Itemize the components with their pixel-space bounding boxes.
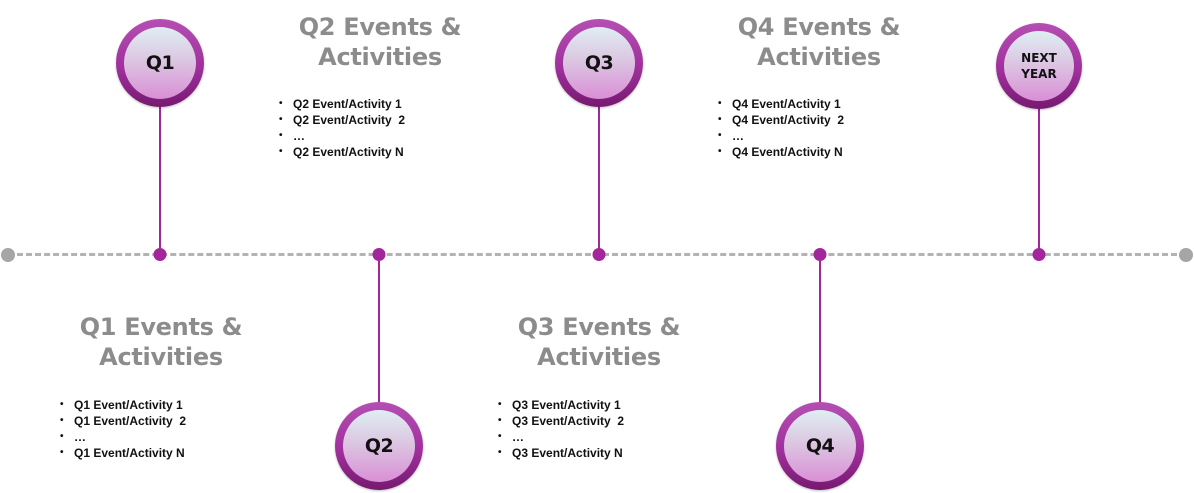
next-year-label-line1: NEXT [1021, 51, 1057, 65]
q4-milestone-label: Q4 [805, 435, 835, 457]
next-year-milestone: NEXT YEAR [996, 23, 1082, 109]
q1-connector [159, 100, 161, 254]
list-item: Q4 Event/Activity N [718, 144, 844, 160]
q4-connector [819, 254, 821, 406]
list-item: Q2 Event/Activity 1 [279, 96, 405, 112]
q2-milestone-label: Q2 [364, 435, 394, 457]
q1-heading-line2: Activities [99, 343, 223, 371]
list-item: Q2 Event/Activity N [279, 144, 405, 160]
next-year-milestone-label: NEXT YEAR [1021, 50, 1057, 82]
q2-heading-line1: Q2 Events & [298, 13, 462, 41]
list-item: Q1 Event/Activity N [60, 445, 186, 461]
list-item: Q4 Event/Activity 1 [718, 96, 844, 112]
list-item: Q3 Event/Activity N [498, 445, 624, 461]
q1-milestone-label: Q1 [145, 52, 175, 74]
list-item: … [60, 429, 186, 445]
list-item: Q4 Event/Activity 2 [718, 112, 844, 128]
q3-activity-list: Q3 Event/Activity 1 Q3 Event/Activity 2 … [498, 397, 624, 461]
q3-heading-line1: Q3 Events & [517, 313, 681, 341]
list-item: … [498, 429, 624, 445]
list-item: Q3 Event/Activity 1 [498, 397, 624, 413]
q2-activity-list: Q2 Event/Activity 1 Q2 Event/Activity 2 … [279, 96, 405, 160]
q1-milestone: Q1 [116, 19, 204, 107]
q3-connector [598, 100, 600, 254]
next-year-connector [1038, 104, 1040, 254]
q1-heading: Q1 Events & Activities [41, 312, 281, 372]
axis-start-dot [1, 248, 15, 262]
axis-end-dot [1179, 248, 1193, 262]
q4-heading-line1: Q4 Events & [737, 13, 901, 41]
list-item: Q3 Event/Activity 2 [498, 413, 624, 429]
q2-heading: Q2 Events & Activities [260, 12, 500, 72]
q4-milestone: Q4 [776, 402, 864, 490]
next-year-label-line2: YEAR [1021, 67, 1057, 81]
q1-activity-list: Q1 Event/Activity 1 Q1 Event/Activity 2 … [60, 397, 186, 461]
list-item: … [279, 128, 405, 144]
q4-activity-list: Q4 Event/Activity 1 Q4 Event/Activity 2 … [718, 96, 844, 160]
q4-heading-line2: Activities [757, 43, 881, 71]
q3-milestone-label: Q3 [584, 52, 614, 74]
q4-heading: Q4 Events & Activities [699, 12, 939, 72]
list-item: … [718, 128, 844, 144]
q3-milestone: Q3 [555, 19, 643, 107]
list-item: Q1 Event/Activity 2 [60, 413, 186, 429]
q2-heading-line2: Activities [318, 43, 442, 71]
next-year-axis-dot [1032, 248, 1046, 261]
list-item: Q2 Event/Activity 2 [279, 112, 405, 128]
q1-heading-line1: Q1 Events & [79, 313, 243, 341]
q2-milestone: Q2 [335, 402, 423, 490]
q3-heading: Q3 Events & Activities [479, 312, 719, 372]
q2-axis-dot [372, 248, 386, 261]
q4-axis-dot [813, 248, 827, 261]
q3-axis-dot [592, 248, 606, 261]
q2-connector [378, 254, 380, 406]
q3-heading-line2: Activities [537, 343, 661, 371]
q1-axis-dot [153, 248, 167, 261]
list-item: Q1 Event/Activity 1 [60, 397, 186, 413]
